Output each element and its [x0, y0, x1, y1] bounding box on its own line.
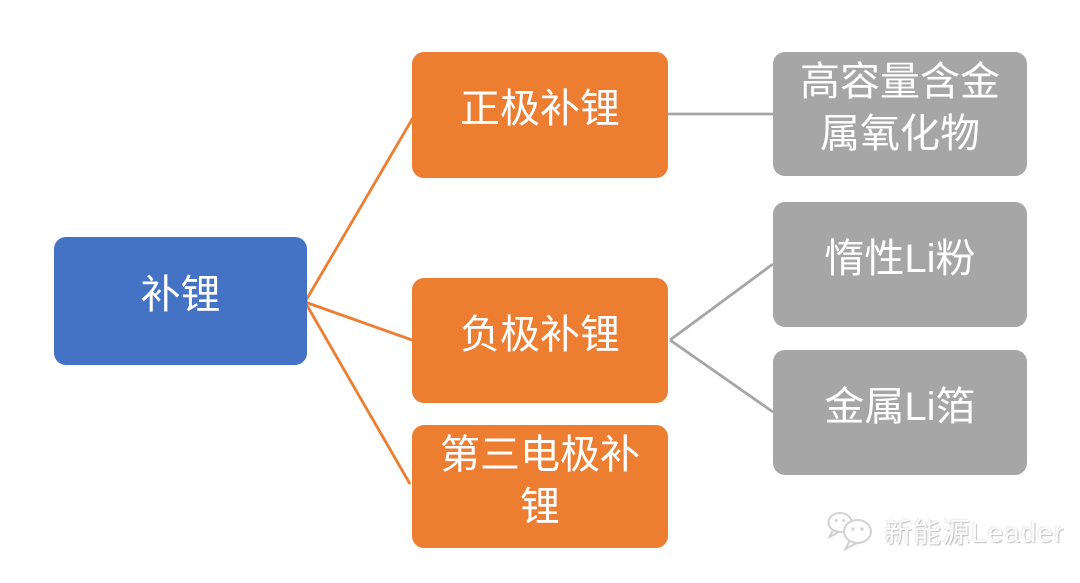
connector-anode-to-inert-li-powder — [669, 262, 774, 342]
connector-root-to-third-electrode — [303, 301, 412, 485]
node-cathode-lithium-supplement: 正极补锂 — [412, 52, 668, 178]
node-metal-li-foil: 金属Li箔 — [773, 350, 1027, 475]
node-anode-lithium-supplement: 负极补锂 — [412, 278, 668, 403]
connector-anode-to-li-foil — [669, 338, 774, 414]
connector-root-to-cathode — [303, 115, 416, 303]
connector-root-to-anode — [304, 300, 413, 342]
node-third-electrode-lithium-supplement: 第三电极补锂 — [412, 425, 668, 548]
node-inert-li-powder: 惰性Li粉 — [773, 202, 1027, 327]
node-high-capacity-metal-oxide: 高容量含金属氧化物 — [773, 52, 1027, 176]
watermark-text: 新能源Leader — [884, 517, 1065, 548]
watermark: 新能源Leader — [826, 510, 1064, 552]
wechat-icon — [827, 512, 872, 552]
node-root-lithium-supplement: 补锂 — [54, 237, 307, 365]
